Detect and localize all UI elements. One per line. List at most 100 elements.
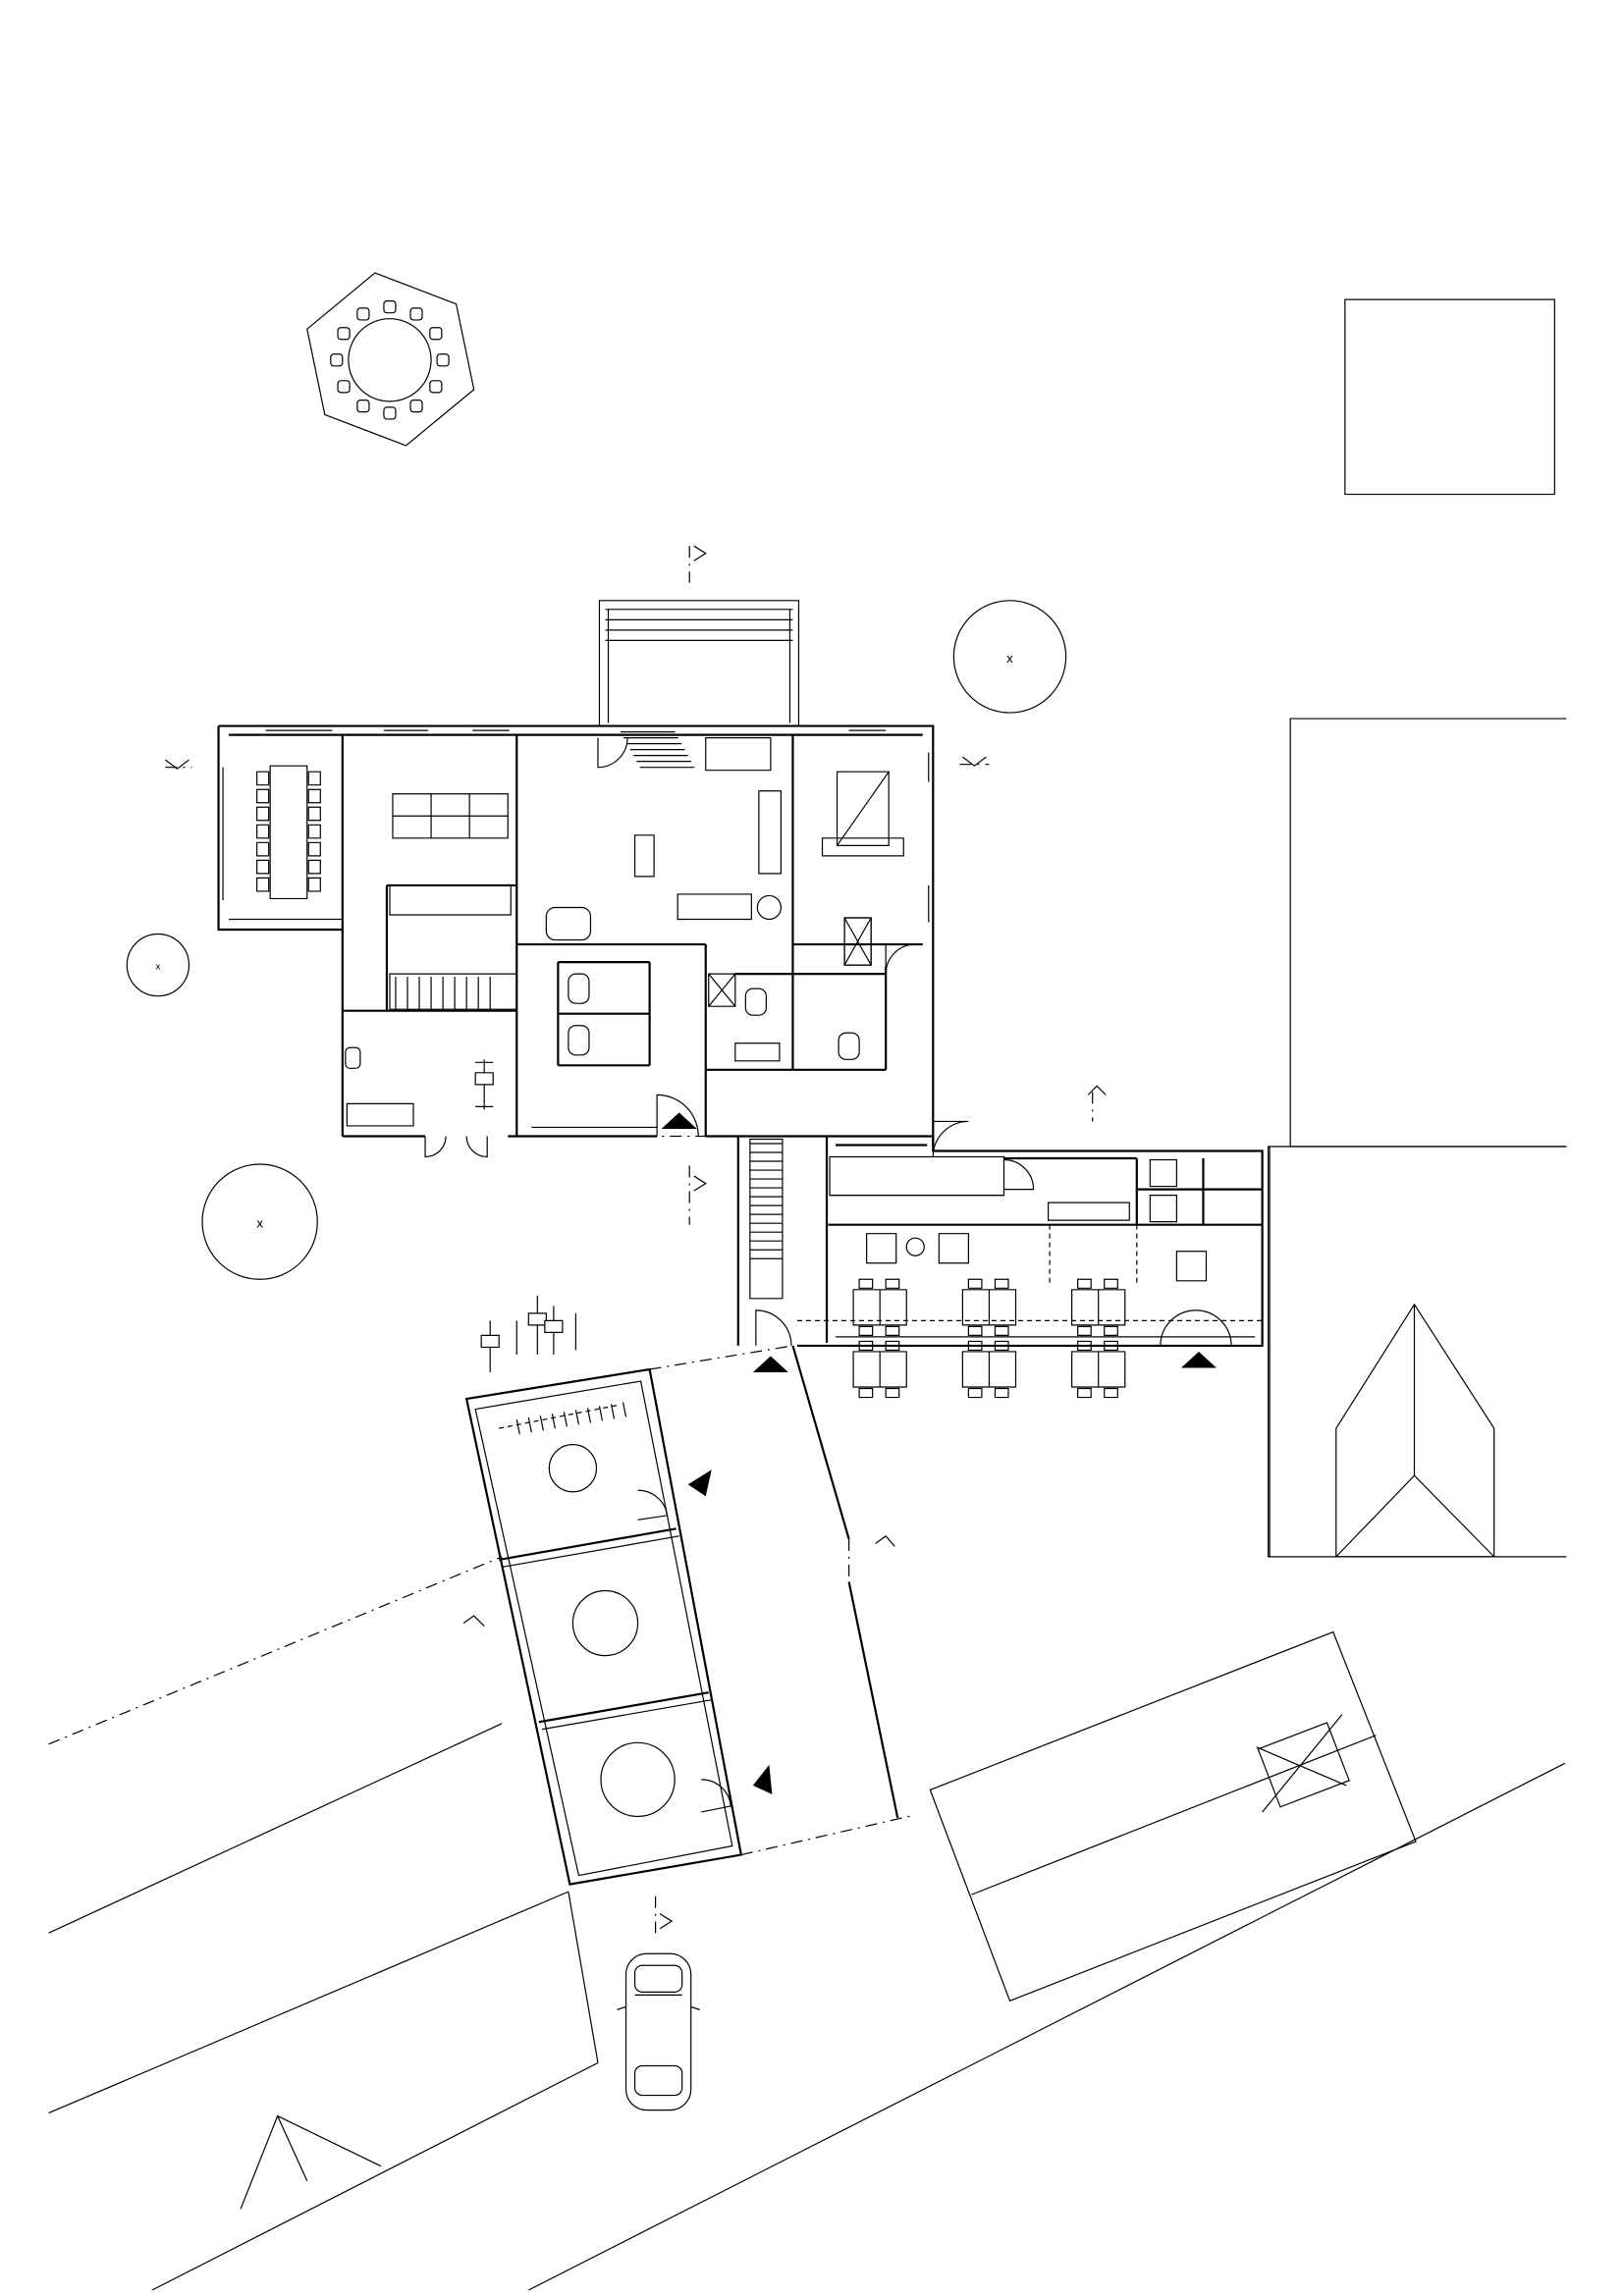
- tree: x: [202, 1164, 317, 1279]
- chair: [331, 354, 343, 366]
- section-cut-marker: [165, 546, 1106, 1929]
- chair: [968, 1341, 982, 1350]
- side-table: [635, 835, 655, 877]
- site-context: x x x: [49, 299, 1567, 2290]
- armchair: [867, 1234, 896, 1263]
- chair: [308, 842, 320, 856]
- chair: [308, 807, 320, 821]
- chair: [430, 328, 442, 340]
- chair: [859, 1326, 873, 1335]
- stairs: [390, 726, 783, 1435]
- svg-text:x: x: [155, 963, 161, 973]
- chair: [338, 381, 350, 393]
- armchair: [1176, 1252, 1206, 1281]
- chair: [886, 1389, 899, 1398]
- shower: [709, 974, 735, 1006]
- chair: [308, 878, 320, 891]
- furniture: [257, 738, 1207, 1817]
- chair: [859, 1341, 873, 1350]
- property-line: [49, 1557, 503, 1744]
- neighbor-square-building: [1345, 299, 1555, 494]
- bicycle: [475, 1059, 493, 1109]
- chair: [995, 1279, 1008, 1288]
- bed-foot: [823, 838, 904, 856]
- sofa: [677, 894, 751, 920]
- toilet: [839, 1033, 859, 1059]
- main-building: [219, 601, 934, 1346]
- round-table: [572, 1590, 637, 1655]
- chair: [968, 1326, 982, 1335]
- cafe-tables: [853, 1279, 1125, 1397]
- chair: [995, 1326, 1008, 1335]
- chair: [257, 772, 269, 785]
- chair: [257, 878, 269, 891]
- toilet: [568, 974, 589, 1003]
- chair: [384, 407, 396, 419]
- sofa: [759, 791, 782, 874]
- chair: [1078, 1389, 1092, 1398]
- balcony: [599, 601, 798, 726]
- kitchen-counter: [390, 885, 511, 915]
- chair: [1105, 1279, 1118, 1288]
- svg-text:x: x: [256, 1217, 263, 1231]
- street-line: [528, 1763, 1565, 2290]
- neighbor-building-right: [1290, 719, 1566, 1147]
- section-lines: [165, 546, 1270, 1933]
- chair: [430, 381, 442, 393]
- chair: [257, 860, 269, 874]
- chair: [968, 1389, 982, 1398]
- chair: [357, 308, 369, 320]
- annex-building-bottom-right: [930, 1632, 1416, 2002]
- round-table: [307, 273, 474, 446]
- tree: x: [953, 601, 1065, 713]
- street-line: [49, 1892, 568, 2112]
- toilet: [1150, 1160, 1176, 1187]
- toilet: [568, 1026, 589, 1055]
- chair: [384, 301, 396, 313]
- round-table: [601, 1742, 675, 1816]
- street-line: [152, 2062, 598, 2289]
- chair: [437, 354, 449, 366]
- toilet: [745, 988, 766, 1015]
- tree: x: [127, 934, 189, 996]
- lamp: [757, 895, 781, 919]
- chair: [1078, 1326, 1092, 1335]
- round-table: [549, 1445, 596, 1492]
- chair: [886, 1341, 899, 1350]
- meeting-table: [270, 766, 307, 898]
- chair: [995, 1389, 1008, 1398]
- piano: [546, 907, 590, 939]
- bicycle: [545, 1306, 563, 1355]
- street-line: [49, 1724, 503, 1933]
- chair: [968, 1279, 982, 1288]
- chair: [308, 860, 320, 874]
- chair: [410, 400, 422, 412]
- chair: [257, 789, 269, 803]
- sink: [346, 1047, 360, 1068]
- lower-building: [466, 1346, 915, 1885]
- chair: [886, 1326, 899, 1335]
- chair: [859, 1389, 873, 1398]
- bathtub: [735, 1043, 780, 1061]
- dining-table: [706, 738, 771, 771]
- washer-dryer: [347, 1103, 413, 1126]
- bed: [838, 772, 890, 845]
- entrance-marker: [661, 1112, 1217, 1794]
- chair: [338, 328, 350, 340]
- bicycle: [528, 1296, 546, 1355]
- chair: [886, 1279, 899, 1288]
- svg-text:x: x: [1006, 652, 1013, 666]
- chair: [308, 772, 320, 785]
- armchair: [939, 1234, 968, 1263]
- chair: [1105, 1326, 1118, 1335]
- chair: [1105, 1389, 1118, 1398]
- chair: [1078, 1279, 1092, 1288]
- toilet: [1150, 1196, 1176, 1222]
- neighbor-building-lower-right: [1269, 1147, 1567, 1557]
- coffee-table: [906, 1238, 924, 1255]
- chair: [410, 308, 422, 320]
- small-gable: [241, 2116, 381, 2210]
- bicycle: [481, 1320, 499, 1372]
- neighbor-gable-roof: [1336, 1305, 1494, 1557]
